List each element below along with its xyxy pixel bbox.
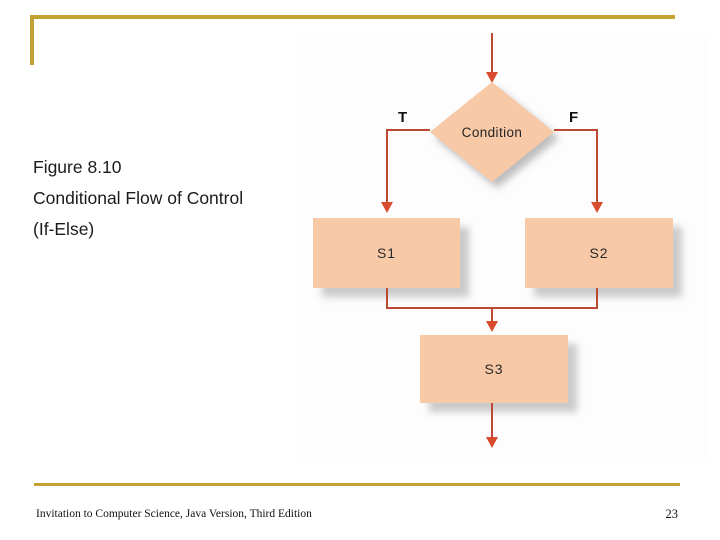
- arrow-down-head-true-icon: [381, 202, 393, 213]
- edge-merge-horizontal: [386, 307, 598, 309]
- process-box-s3: S3: [420, 335, 568, 403]
- accent-line-left: [30, 15, 34, 65]
- edge-merge-stub: [491, 309, 493, 321]
- branch-true-label: T: [398, 109, 408, 126]
- page-number: 23: [665, 507, 679, 521]
- edge-false-vertical: [596, 129, 598, 202]
- edge-true-vertical: [386, 129, 388, 202]
- flowchart-canvas: Condition T F S1 S2 S3: [295, 33, 710, 458]
- condition-diamond-shape: Condition: [430, 82, 554, 182]
- process-box-s1-label: S1: [376, 245, 397, 261]
- condition-diamond: Condition: [430, 82, 554, 182]
- edge-s2-merge-vertical: [596, 288, 598, 309]
- edge-false-horizontal: [554, 129, 598, 131]
- edge-true-horizontal: [386, 129, 430, 131]
- footer-rule: [34, 483, 680, 486]
- arrow-down-head-exit-icon: [486, 437, 498, 448]
- condition-label: Condition: [461, 124, 523, 140]
- process-box-s3-label: S3: [484, 361, 504, 377]
- footer-book-title: Invitation to Computer Science, Java Ver…: [36, 508, 312, 520]
- edge-exit-line: [491, 403, 493, 437]
- arrow-down-head-merge-icon: [486, 321, 498, 332]
- figure-title: Conditional Flow of Control: [33, 188, 244, 208]
- figure-subtitle: (If-Else): [33, 219, 95, 239]
- arrow-down-head-false-icon: [591, 202, 603, 213]
- edge-entry-line: [491, 33, 493, 72]
- branch-false-label: F: [569, 109, 579, 126]
- process-box-s1: S1: [313, 218, 460, 288]
- process-box-s2-label: S2: [589, 245, 609, 261]
- arrow-down-head-entry-icon: [486, 72, 498, 83]
- figure-number: Figure 8.10: [33, 157, 122, 177]
- accent-line-top: [30, 15, 675, 19]
- process-box-s2: S2: [525, 218, 673, 288]
- edge-s1-merge-vertical: [386, 288, 388, 309]
- figure-caption: Figure 8.10 Conditional Flow of Control …: [33, 152, 243, 245]
